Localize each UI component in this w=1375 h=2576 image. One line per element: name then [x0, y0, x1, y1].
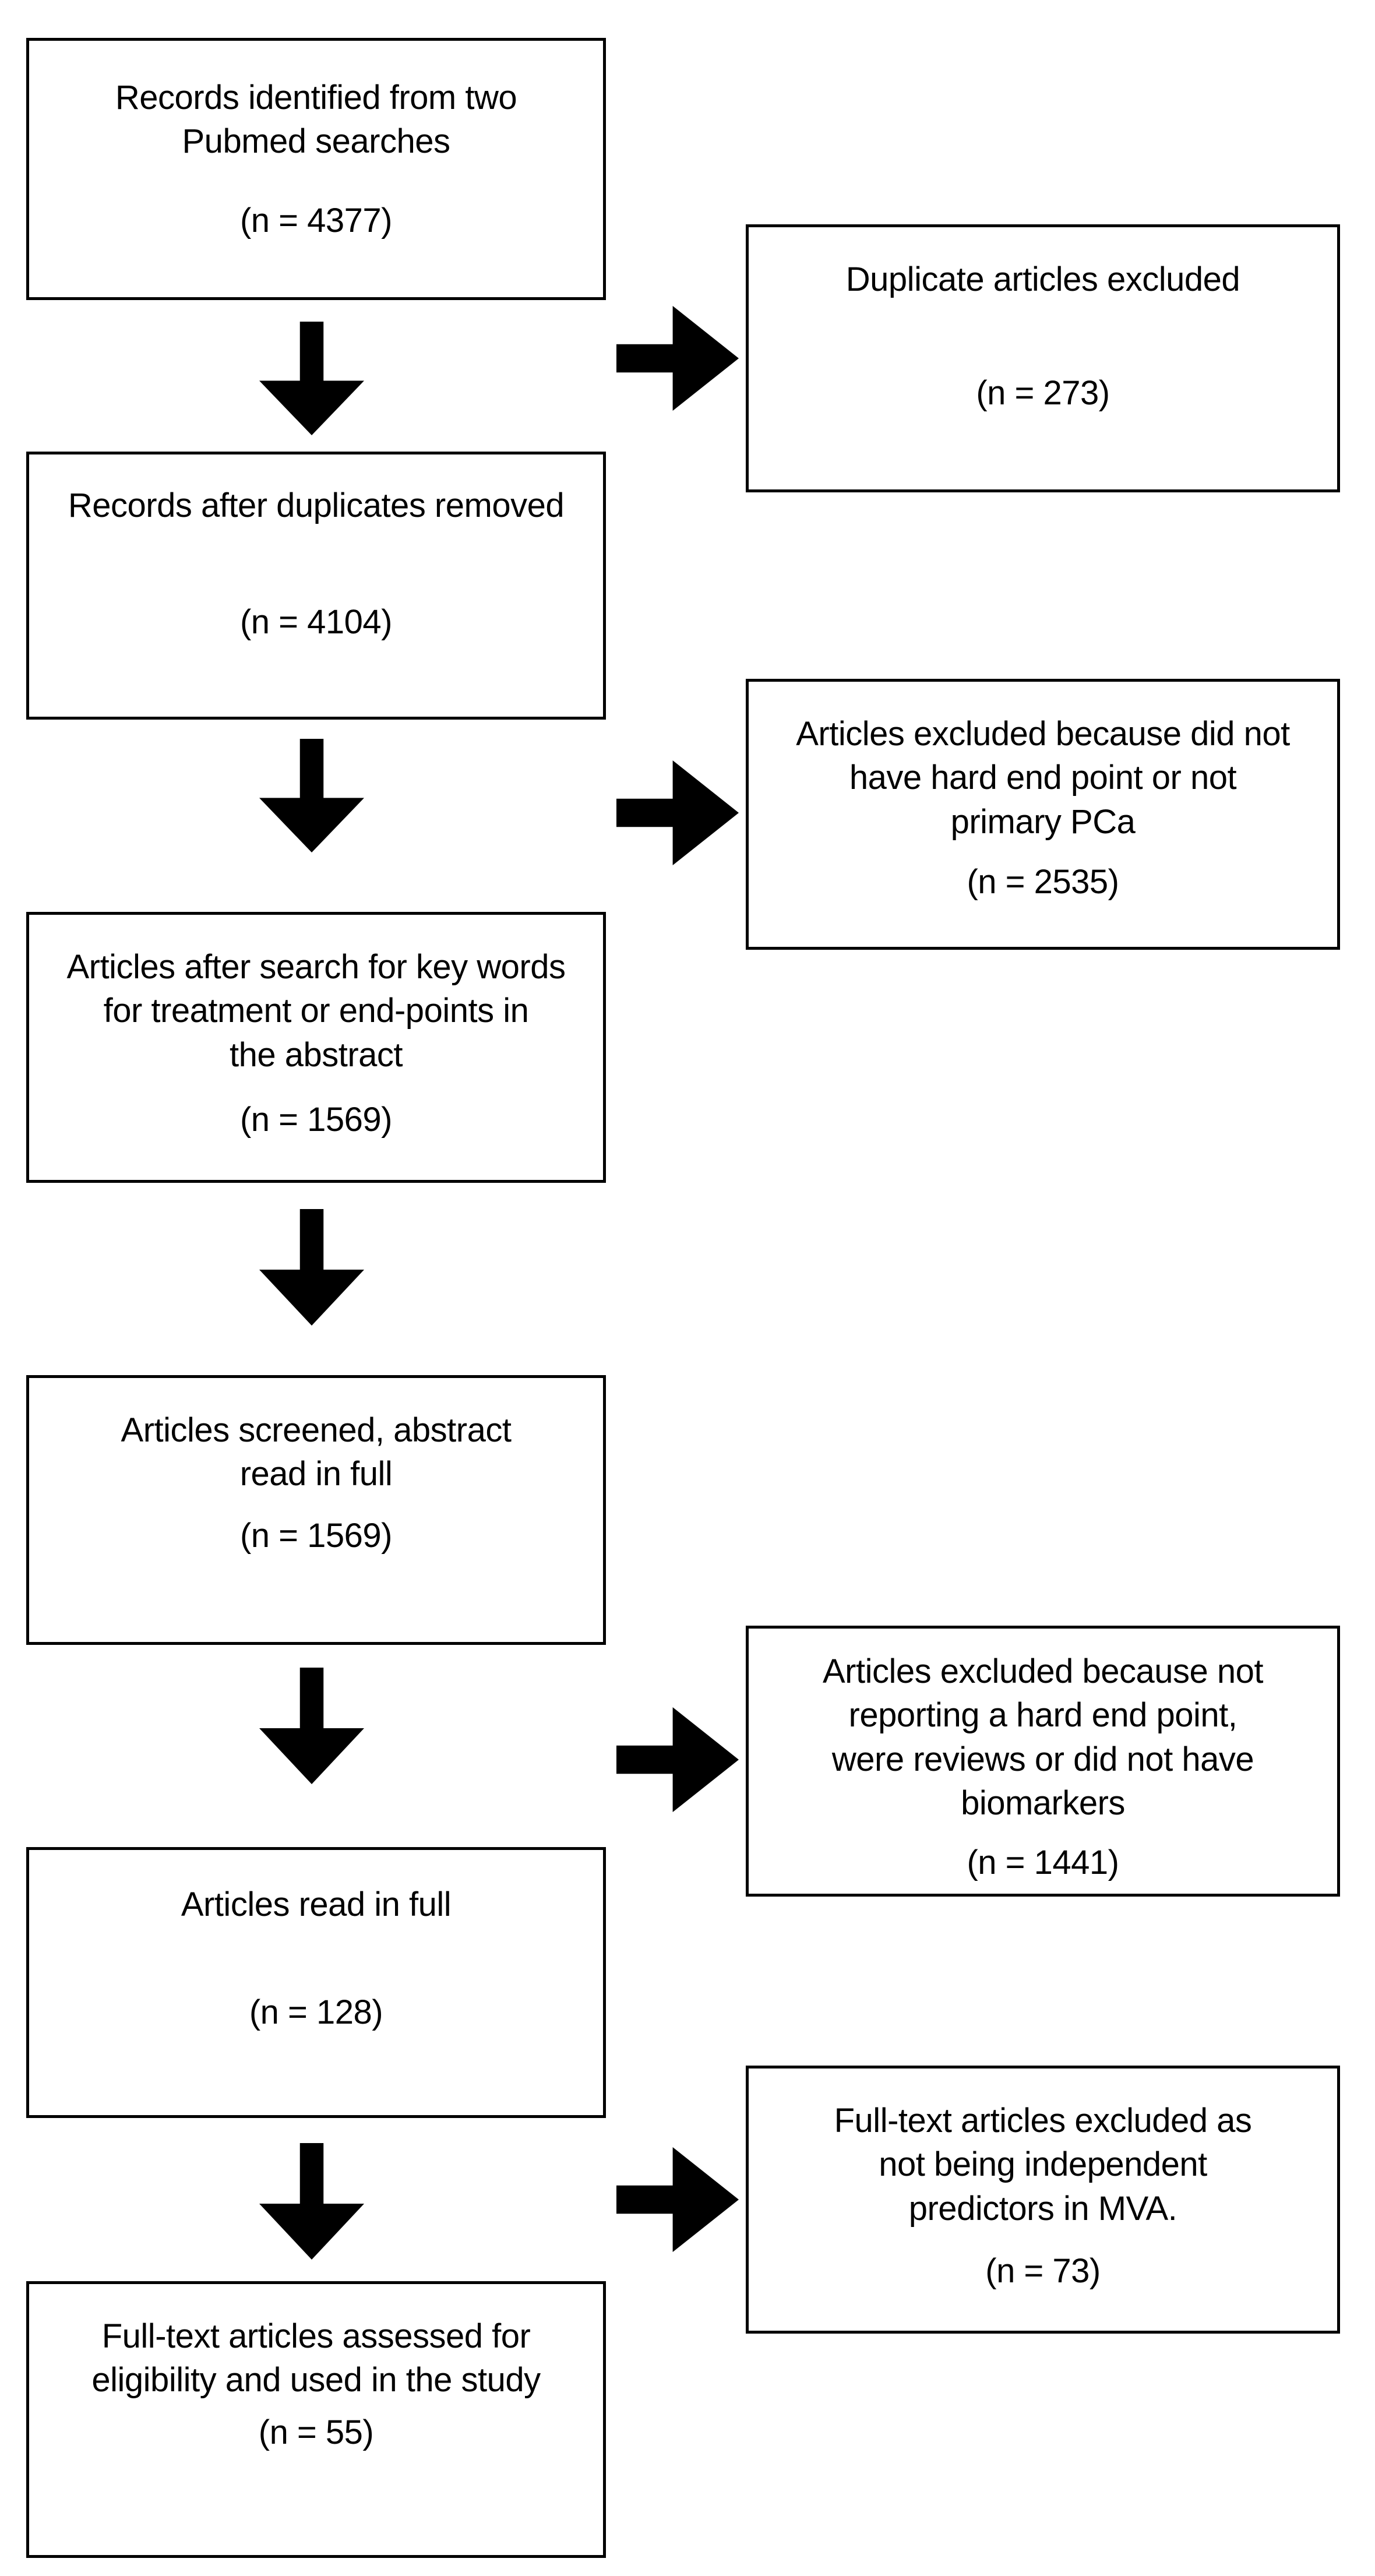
flow-right-arrow-icon — [616, 2147, 739, 2252]
flow-node-excluded-no-hard-endpoint: Articles excluded because did not have h… — [746, 679, 1340, 950]
flow-node-label: Records identified from two Pubmed searc… — [115, 79, 517, 161]
flow-right-arrow-icon — [616, 1707, 739, 1812]
flow-node-label: Duplicate articles excluded — [845, 260, 1240, 298]
flow-node-count: (n = 1441) — [967, 1843, 1119, 1881]
flow-node-label: Articles read in full — [181, 1886, 452, 1923]
flow-right-arrow-icon — [616, 760, 739, 865]
flow-node-label: Full-text articles excluded as not being… — [834, 2102, 1252, 2228]
flow-node-count: (n = 2535) — [967, 863, 1119, 901]
flow-down-arrow-icon — [259, 2143, 364, 2260]
flow-node-count: (n = 1569) — [239, 1101, 393, 1139]
flow-right-arrow-icon — [616, 306, 739, 411]
flow-node-label: Articles screened, abstract read in full — [121, 1411, 512, 1493]
flow-node-count: (n = 273) — [976, 374, 1110, 413]
flow-node-count: (n = 55) — [258, 2413, 374, 2451]
flow-down-arrow-icon — [259, 1209, 364, 1326]
flow-node-excluded-not-reporting: Articles excluded because not reporting … — [746, 1626, 1340, 1897]
flow-down-arrow-icon — [259, 322, 364, 435]
flow-down-arrow-icon — [259, 1668, 364, 1784]
flow-node-articles-screened: Articles screened, abstract read in full… — [26, 1375, 606, 1645]
flow-node-count: (n = 73) — [985, 2252, 1101, 2290]
flow-node-duplicates-excluded: Duplicate articles excluded (n = 273) — [746, 224, 1340, 492]
flow-node-label: Articles excluded because not reporting … — [822, 1652, 1264, 1823]
flow-down-arrow-icon — [259, 739, 364, 852]
flow-node-records-identified: Records identified from two Pubmed searc… — [26, 38, 606, 300]
flow-node-label: Full-text articles assessed for eligibil… — [91, 2317, 541, 2399]
flow-node-label: Records after duplicates removed — [68, 487, 565, 524]
flow-node-articles-read-in-full: Articles read in full (n = 128) — [26, 1847, 606, 2118]
flow-node-label: Articles after search for key words for … — [66, 948, 566, 1074]
flow-node-count: (n = 4104) — [239, 603, 393, 642]
flow-node-count: (n = 128) — [249, 1993, 383, 2032]
flow-node-count: (n = 4377) — [239, 201, 393, 239]
flow-node-records-after-duplicates: Records after duplicates removed (n = 410… — [26, 452, 606, 720]
flow-node-articles-after-keyword-search: Articles after search for key words for … — [26, 912, 606, 1183]
flow-node-label: Articles excluded because did not have h… — [796, 715, 1290, 841]
flow-node-fulltext-assessed: Full-text articles assessed for eligibil… — [26, 2281, 606, 2558]
flow-node-fulltext-excluded-mva: Full-text articles excluded as not being… — [746, 2066, 1340, 2334]
flow-node-count: (n = 1569) — [239, 1516, 393, 1555]
